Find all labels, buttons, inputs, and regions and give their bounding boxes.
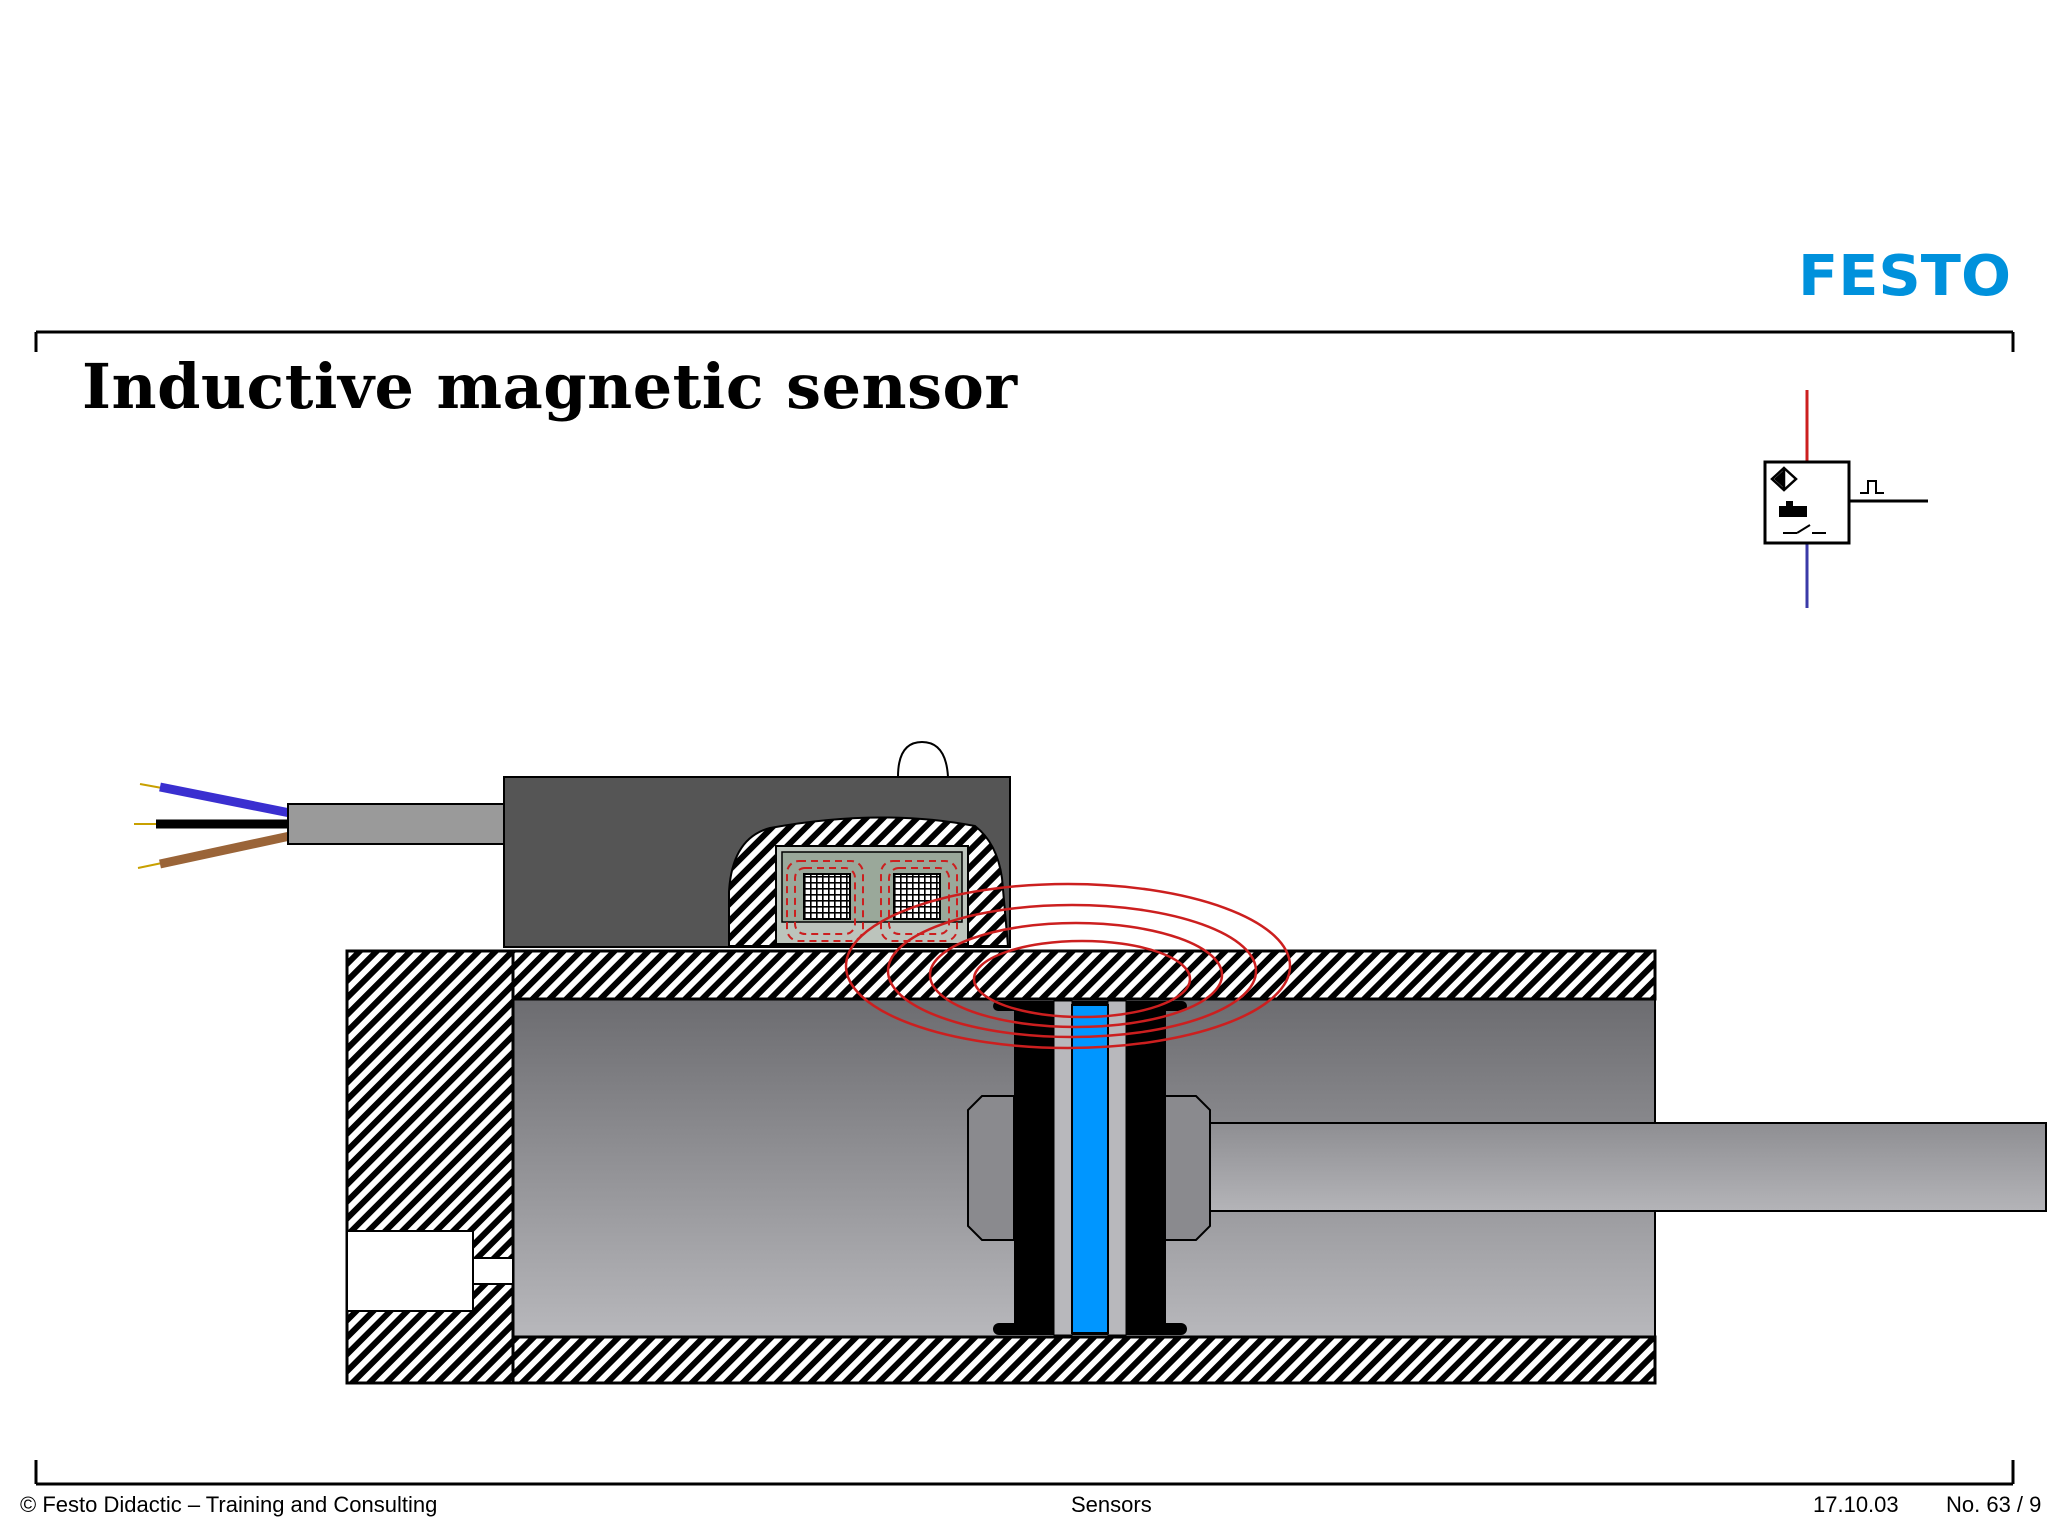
piston xyxy=(967,1000,1211,1336)
sensor-cable xyxy=(134,782,507,869)
footer-copyright: © Festo Didactic – Training and Consulti… xyxy=(20,1492,438,1517)
festo-logo: FESTO xyxy=(1798,244,2011,301)
piston-rod xyxy=(1205,1122,2047,1212)
footer-topic: Sensors xyxy=(1071,1492,1152,1517)
svg-text:FESTO: FESTO xyxy=(1798,244,2011,301)
inductive-sensor-symbol-icon xyxy=(1763,390,1928,608)
magnetic-field-lines xyxy=(844,882,1292,1050)
footer-date: 17.10.03 xyxy=(1813,1492,1899,1517)
slide-title: Inductive magnetic sensor xyxy=(82,350,1018,423)
sensor-housing xyxy=(503,740,1011,948)
footer-rule xyxy=(34,1460,2015,1486)
pulse-output-icon xyxy=(1860,480,1884,494)
footer-page-number: No. 63 / 9 xyxy=(1946,1492,2042,1517)
header-rule xyxy=(34,330,2015,352)
